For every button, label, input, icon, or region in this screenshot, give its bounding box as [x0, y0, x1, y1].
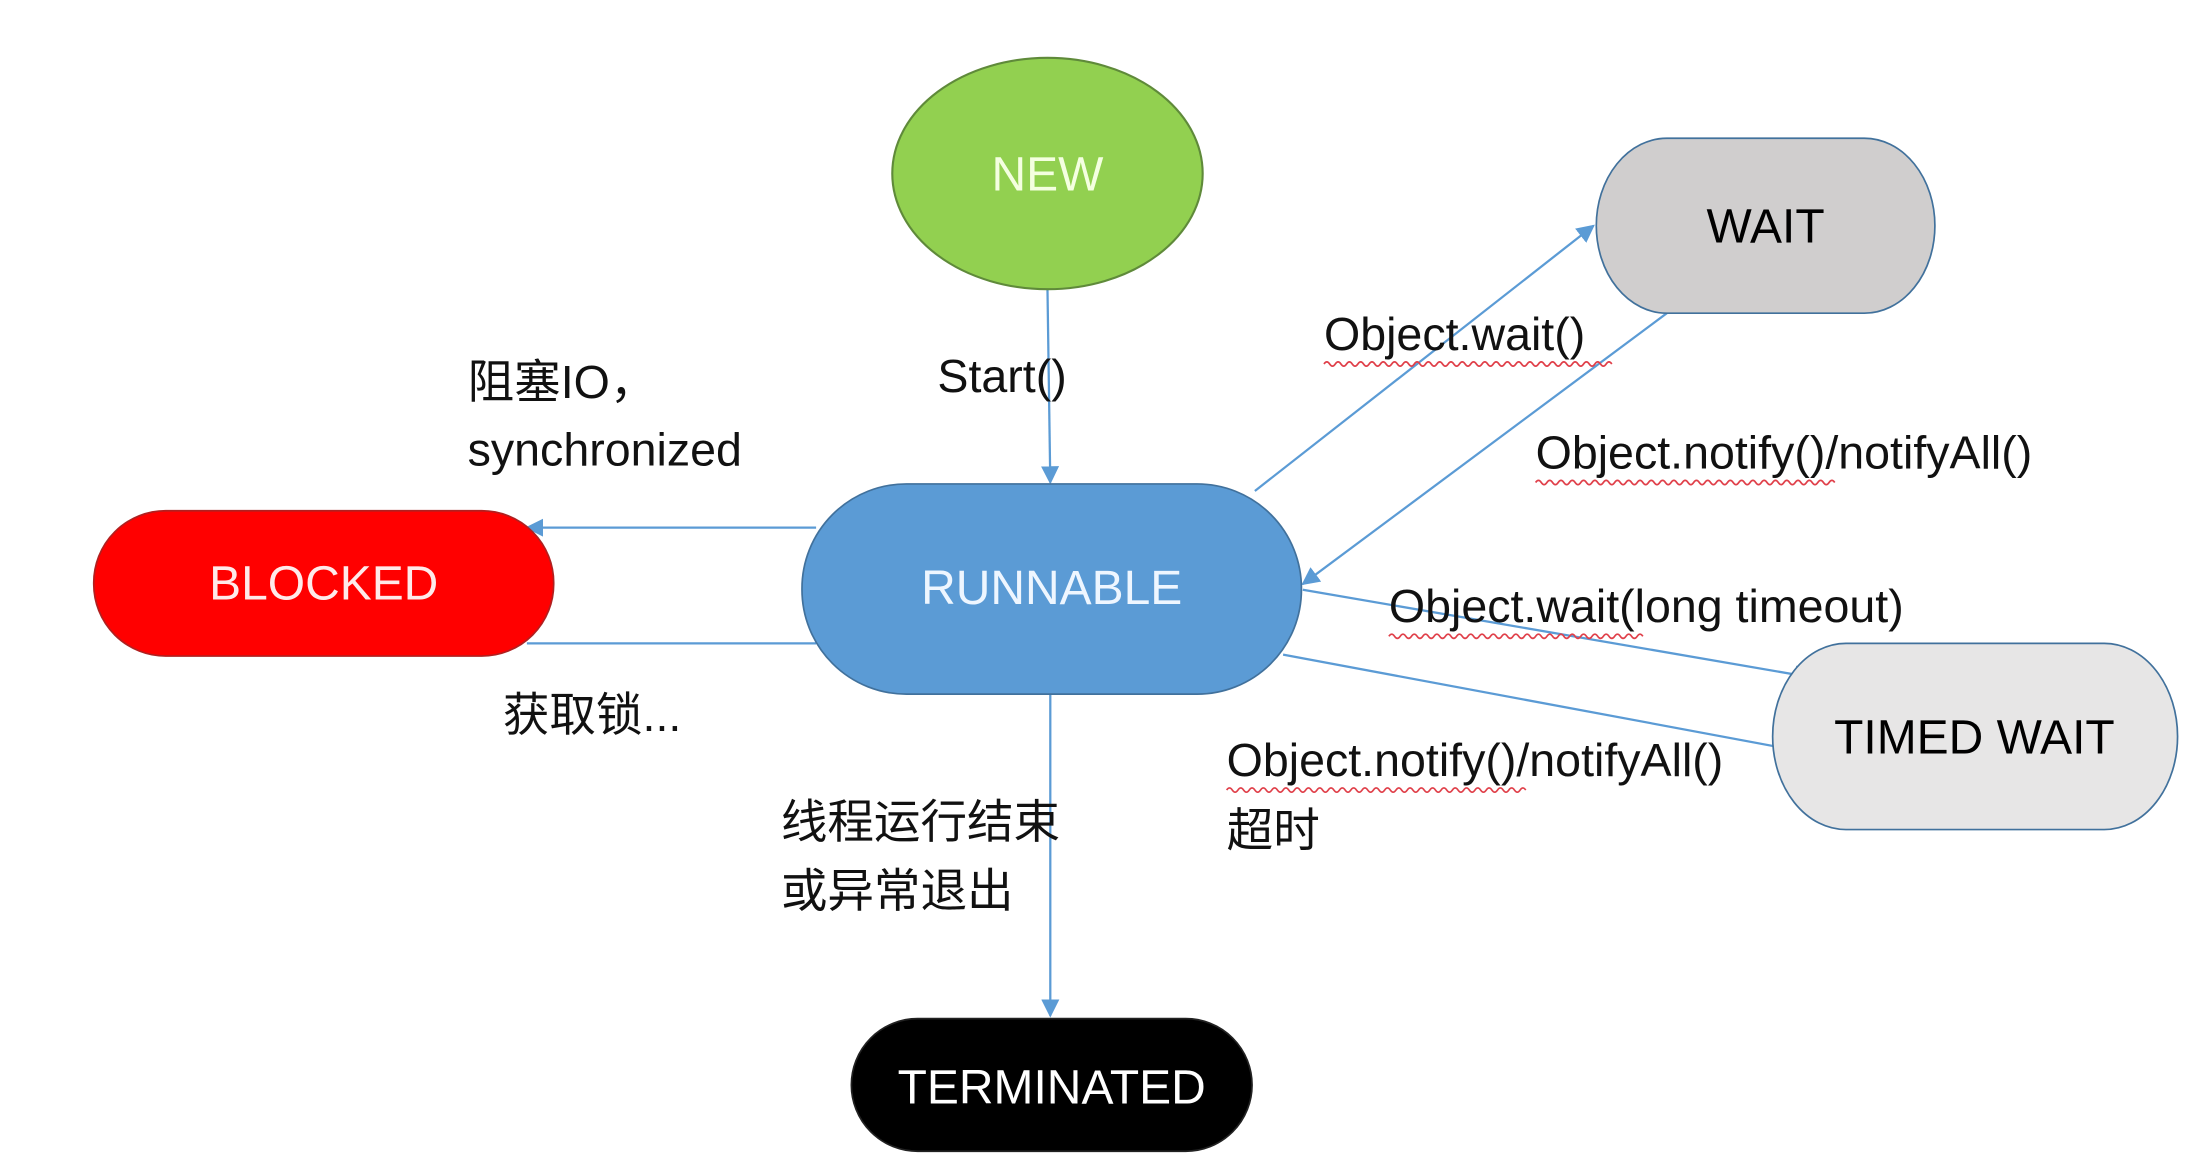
node-wait-shape	[1595, 137, 1936, 315]
spellcheck-underline	[1225, 787, 1527, 794]
edge-runnable-to-wait	[1254, 224, 1595, 492]
node-runnable: RUNNABLE	[801, 483, 1303, 695]
node-timed-wait-label: TIMED WAIT	[1834, 711, 2115, 764]
spellcheck-underline	[1534, 479, 1836, 486]
label-to-timed-wait: Object.wait(long timeout)	[1389, 580, 1904, 632]
node-blocked-label: BLOCKED	[209, 558, 438, 611]
spellcheck-underline	[1388, 633, 1644, 640]
label-from-timed-wait-line1: Object.notify()/notifyAll()	[1227, 734, 1724, 786]
node-new-shape	[891, 56, 1204, 291]
label-to-blocked-line2: synchronized	[468, 424, 742, 476]
label-from-blocked: 获取锁...	[503, 689, 681, 741]
label-to-terminated-line1: 线程运行结束	[781, 796, 1060, 848]
node-wait-label: WAIT	[1707, 201, 1825, 254]
label-to-terminated-line2: 或异常退出	[781, 865, 1014, 917]
label-from-wait: Object.notify()/notifyAll()	[1536, 426, 2033, 478]
label-to-blocked-line1: 阻塞IO，	[468, 356, 657, 408]
node-timed-wait-shape	[1771, 642, 2179, 831]
node-new: NEW	[891, 56, 1204, 291]
node-blocked-shape	[92, 509, 555, 657]
node-runnable-shape	[801, 483, 1303, 695]
node-terminated-label: TERMINATED	[898, 1061, 1206, 1114]
label-from-timed-wait-line2: 超时	[1227, 805, 1320, 857]
spellcheck-underline	[1323, 361, 1613, 367]
label-start: Start()	[937, 350, 1066, 402]
edges	[525, 224, 1813, 1018]
node-terminated: TERMINATED	[850, 1017, 1253, 1153]
edge-timed-wait-to-runnable	[1282, 653, 1783, 749]
edge-wait-to-runnable	[1301, 312, 1668, 586]
node-terminated-shape	[850, 1017, 1253, 1153]
node-new-label: NEW	[992, 148, 1105, 201]
node-timed-wait: TIMED WAIT	[1771, 642, 2179, 831]
edge-new-to-runnable	[1041, 289, 1060, 485]
edge-runnable-to-timed-wait	[1302, 588, 1813, 684]
label-to-wait: Object.wait()	[1324, 308, 1585, 360]
node-blocked: BLOCKED	[92, 509, 555, 657]
node-wait: WAIT	[1595, 137, 1936, 315]
node-runnable-label: RUNNABLE	[921, 562, 1182, 615]
